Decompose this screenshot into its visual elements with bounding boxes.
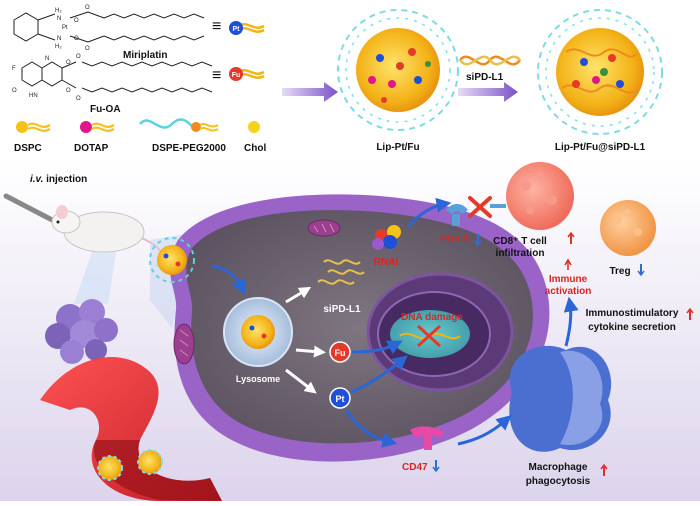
dotap-icon: [80, 121, 115, 133]
pt-to-nucleus-arrow: [351, 355, 408, 394]
legend-dotap: DOTAP: [74, 143, 109, 154]
macrophage-line1: Macrophage: [529, 462, 588, 473]
svg-text:N: N: [57, 16, 61, 22]
lysosome: [223, 297, 293, 367]
cytokine-line2: cytokine secretion: [588, 322, 676, 333]
pt-to-cd47-arrow: [344, 409, 398, 448]
fu-drug-icon: Fu: [329, 341, 351, 363]
svg-text:O: O: [85, 46, 90, 52]
svg-text:N: N: [57, 36, 61, 42]
mouse-icon: [51, 205, 164, 267]
miriplatin-label: Miriplatin: [123, 50, 167, 61]
dspc-icon: [16, 121, 51, 133]
pt-drug-icon: Pt: [329, 387, 351, 409]
vessel-nanoparticles: [97, 449, 163, 481]
fu-badge-label: Fu: [232, 72, 241, 79]
assembly-arrow-1: [282, 82, 338, 102]
fu-drug-label: Fu: [335, 348, 346, 358]
incoming-nanoparticle: [149, 237, 195, 283]
fu-lipid-icon: Fu: [229, 67, 265, 81]
svg-text:O: O: [76, 96, 81, 102]
legend-dspc: DSPC: [14, 143, 42, 154]
component-legend: DSPC DOTAP DSPE-PEG2000 Chol: [14, 118, 266, 154]
uptake-arrow: [211, 264, 246, 295]
immune-activation-line1: Immune: [549, 274, 588, 285]
immune-activation-line2: activation: [545, 286, 592, 297]
pdl1-label: PD-L1: [440, 234, 469, 245]
miriplatin-structure: [13, 11, 205, 43]
svg-text:O: O: [66, 88, 71, 94]
mitochondrion-top: [307, 219, 341, 237]
treg-label: Treg: [609, 266, 630, 277]
view-beam: [74, 252, 116, 304]
cd8-label-line1: CD8⁺ T cell: [493, 236, 547, 247]
assembly-arrow-2: [458, 82, 518, 102]
rnai-label: RNAi: [374, 257, 399, 268]
svg-text:H₂: H₂: [55, 8, 62, 14]
cytokine-line1: Immunostimulatory: [586, 308, 679, 319]
svg-text:HN: HN: [29, 93, 38, 99]
svg-text:O: O: [76, 54, 81, 60]
lip-pt-fu-label: Lip-Pt/Fu: [376, 142, 419, 153]
legend-dspe-peg2000: DSPE-PEG2000: [152, 143, 226, 154]
cd8-t-cell: [506, 162, 574, 230]
intracellular-sirna: [317, 259, 365, 285]
lip-pt-fu-sipdl1-label: Lip-Pt/Fu@siPD-L1: [555, 142, 646, 153]
dspe-peg-icon: [139, 118, 219, 132]
mitochondrion-left: [173, 323, 195, 365]
pdl1-receptor-icon: [446, 204, 468, 226]
macrophage-line2: phagocytosis: [526, 476, 591, 487]
svg-text:N: N: [45, 56, 49, 62]
svg-text:O: O: [85, 5, 90, 11]
fu-to-nucleus-arrow: [351, 340, 403, 355]
intracellular-sirna-label: siPD-L1: [323, 304, 361, 315]
svg-text:O: O: [12, 88, 17, 94]
release-arrow-sirna: [285, 286, 312, 304]
cd8-label-line2: infiltration: [496, 248, 545, 259]
treg-cell: [600, 200, 656, 256]
svg-text:O: O: [74, 36, 79, 42]
fu-oa-atoms: FO HN NOO OO: [12, 54, 81, 102]
lysosome-label: Lysosome: [236, 374, 280, 384]
chol-icon: [248, 121, 260, 133]
tumor-cluster: [45, 299, 118, 364]
miriplatin-atoms: H₂N Pt NH₂ OO OO: [55, 5, 90, 52]
top-sirna-label: siPD-L1: [466, 72, 504, 83]
cd47-to-macrophage-arrow: [457, 415, 512, 446]
macrophage-to-immune-arrow: [563, 296, 579, 347]
svg-text:H₂: H₂: [55, 44, 62, 50]
fu-oa-equiv: ≡: [212, 67, 221, 84]
svg-text:Pt: Pt: [62, 25, 68, 31]
blocked-x-icon: [468, 196, 492, 218]
blood-vessel-lumen: [93, 440, 222, 501]
legend-chol: Chol: [244, 143, 266, 154]
rnai-arrow: [406, 197, 452, 228]
pt-drug-label: Pt: [336, 394, 345, 404]
blood-vessel: [40, 356, 222, 501]
injection-label: i.v. injection: [30, 174, 87, 185]
macrophage-cell: [509, 345, 612, 452]
rnai-complex-icon: [372, 225, 401, 250]
cd47-icon: [410, 426, 444, 450]
release-arrow-pt: [285, 368, 317, 394]
lip-pt-fu-nanoparticle: [337, 9, 459, 131]
fu-oa-structure: [21, 61, 213, 93]
fu-oa-label: Fu-OA: [90, 104, 121, 115]
miriplatin-equiv: ≡: [212, 18, 221, 35]
svg-text:O: O: [66, 60, 71, 66]
sirna-helix-icon: [458, 55, 522, 66]
release-arrow-fu: [295, 345, 326, 358]
pt-badge-label: Pt: [233, 26, 241, 33]
svg-text:F: F: [12, 66, 16, 72]
lip-pt-fu-sipdl1-nanoparticle: [537, 9, 663, 135]
svg-text:O: O: [74, 18, 79, 24]
dna-damage-label: DNA damage: [401, 312, 463, 323]
cd47-label: CD47: [402, 462, 428, 473]
pt-lipid-icon: Pt: [229, 21, 265, 35]
